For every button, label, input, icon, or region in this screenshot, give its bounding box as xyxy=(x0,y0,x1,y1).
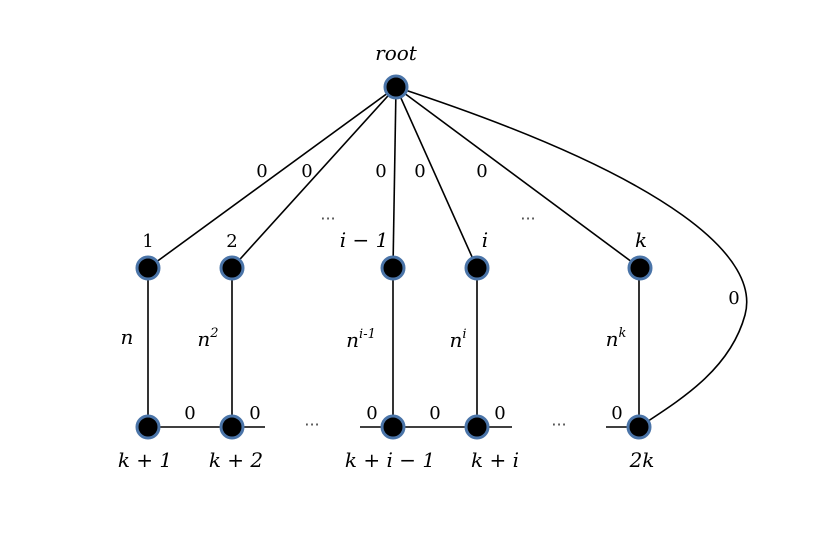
weight-vertical-i-minus-1: ni-1 xyxy=(346,327,376,352)
node-1-label: 1 xyxy=(142,231,153,252)
node-k-plus-2 xyxy=(219,414,245,440)
ellipsis-top-left: ··· xyxy=(320,209,335,228)
node-k-plus-i-minus-1 xyxy=(380,414,406,440)
weight-root-2k: 0 xyxy=(728,288,739,309)
node-root xyxy=(383,74,409,100)
node-2k-label: 2k xyxy=(629,448,655,472)
node-2 xyxy=(219,255,245,281)
edge-root-2 xyxy=(231,86,397,269)
weight-vertical-i-base: n xyxy=(449,328,462,352)
node-k-plus-i xyxy=(464,414,490,440)
node-i xyxy=(464,255,490,281)
weight-vertical-i-minus-1-base: n xyxy=(346,328,359,352)
edge-root-2k-curve xyxy=(395,86,748,428)
node-k-label: k xyxy=(635,228,647,252)
ellipsis-top-right: ··· xyxy=(520,209,535,228)
node-1 xyxy=(135,255,161,281)
edge-root-k xyxy=(395,86,641,269)
weight-vertical-2-base: n xyxy=(197,327,210,351)
weight-vertical-2-exp: 2 xyxy=(209,326,218,341)
node-2k xyxy=(626,414,652,440)
ellipsis-bottom-right: ··· xyxy=(551,415,566,434)
weight-root-1: 0 xyxy=(256,161,267,182)
weight-bottom-2-right: 0 xyxy=(249,403,260,424)
edge-root-i xyxy=(395,86,478,269)
node-i-label: i xyxy=(482,228,488,252)
node-k-plus-i-label: k + i xyxy=(471,448,519,472)
node-2-label: 2 xyxy=(226,231,237,252)
weight-bottom-1-2: 0 xyxy=(184,403,195,424)
weight-vertical-i-minus-1-exp: i-1 xyxy=(359,327,376,342)
weight-vertical-k: nk xyxy=(606,326,627,351)
weight-bottom-k-left: 0 xyxy=(611,403,622,424)
weight-bottom-i-minus-1-i: 0 xyxy=(429,403,440,424)
node-k-plus-1 xyxy=(135,414,161,440)
weight-root-k: 0 xyxy=(476,161,487,182)
edge-root-i-minus-1 xyxy=(392,86,397,269)
root-label: root xyxy=(375,41,418,65)
weight-root-2: 0 xyxy=(301,161,312,182)
edge-root-1 xyxy=(147,86,397,269)
weight-vertical-i-exp: i xyxy=(462,327,466,342)
weight-vertical-i: ni xyxy=(449,327,466,352)
ellipsis-bottom-left: ··· xyxy=(304,415,319,434)
node-i-minus-1 xyxy=(380,255,406,281)
node-i-minus-1-label: i − 1 xyxy=(340,228,389,252)
weight-bottom-i-right: 0 xyxy=(494,403,505,424)
weight-vertical-k-exp: k xyxy=(619,326,627,341)
weight-vertical-k-base: n xyxy=(606,327,619,351)
weight-root-i-minus-1: 0 xyxy=(375,161,386,182)
weight-root-i: 0 xyxy=(414,161,425,182)
weight-vertical-2: n2 xyxy=(197,326,218,351)
node-k-plus-1-label: k + 1 xyxy=(118,448,172,472)
node-k-plus-2-label: k + 2 xyxy=(209,448,263,472)
node-k xyxy=(627,255,653,281)
weight-vertical-1: n xyxy=(121,325,134,349)
node-k-plus-i-minus-1-label: k + i − 1 xyxy=(345,448,435,472)
weight-bottom-i-minus-1-left: 0 xyxy=(366,403,377,424)
